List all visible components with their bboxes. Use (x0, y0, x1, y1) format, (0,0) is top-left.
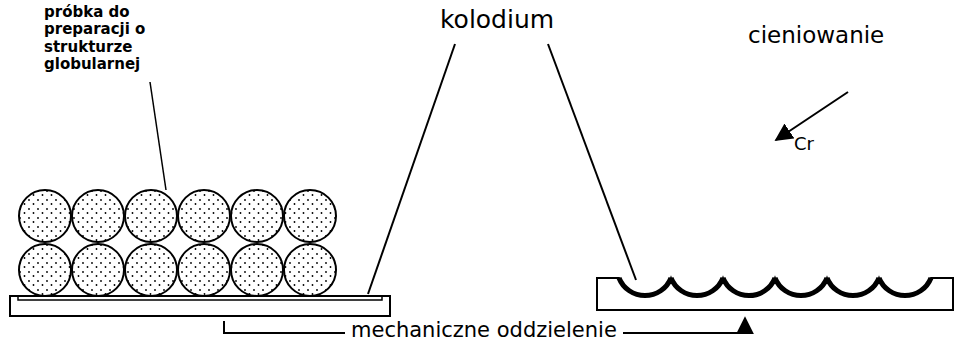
replica-film (597, 278, 953, 310)
sphere (125, 244, 177, 296)
sphere (125, 190, 177, 242)
sample-label: próbka do preparacji o strukturze globul… (44, 4, 156, 73)
separation-label: mechaniczne oddzielenie (345, 318, 623, 342)
sphere (19, 190, 71, 242)
leader-line (150, 82, 166, 190)
sphere (231, 244, 283, 296)
element-label: Cr (794, 134, 814, 155)
sample-substrate (10, 296, 390, 316)
globular-spheres (19, 190, 336, 296)
sphere (72, 244, 124, 296)
shadowing-label: cieniowanie (748, 22, 884, 48)
sphere (19, 244, 71, 296)
sphere (178, 244, 230, 296)
leader-line (548, 44, 636, 280)
leader-line (368, 44, 455, 294)
sphere (284, 190, 336, 242)
sphere (284, 244, 336, 296)
shadowing-arrow (776, 92, 848, 140)
sphere (178, 190, 230, 242)
sphere (231, 190, 283, 242)
sphere (72, 190, 124, 242)
collodion-label: kolodium (440, 6, 554, 35)
